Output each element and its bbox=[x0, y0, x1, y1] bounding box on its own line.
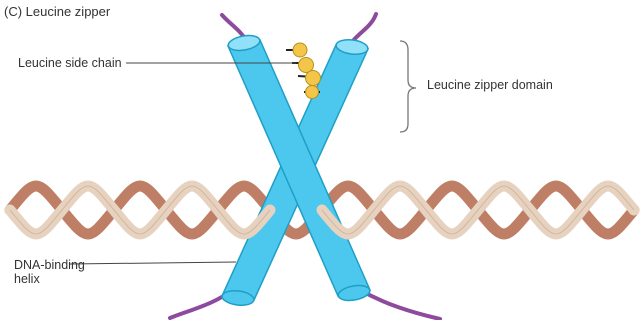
leucine-4 bbox=[306, 86, 319, 99]
domain-bracket bbox=[400, 41, 416, 132]
bottom-tail-right bbox=[360, 290, 440, 319]
leucine-side-chain-label: Leucine side chain bbox=[18, 56, 122, 70]
leucine-1 bbox=[293, 43, 307, 57]
panel-title: (C) Leucine zipper bbox=[4, 5, 110, 19]
leucine-side-chains bbox=[286, 43, 321, 99]
leucine-3 bbox=[306, 71, 321, 86]
top-tail-right bbox=[352, 14, 376, 42]
dna-binding-helix-label-line1: DNA-binding bbox=[14, 258, 174, 272]
dna-binding-helix-label: DNA-binding helix bbox=[14, 258, 174, 286]
leucine-zipper-domain-label: Leucine zipper domain bbox=[427, 78, 553, 92]
dna-binding-helix-label-line2: helix bbox=[14, 272, 174, 286]
